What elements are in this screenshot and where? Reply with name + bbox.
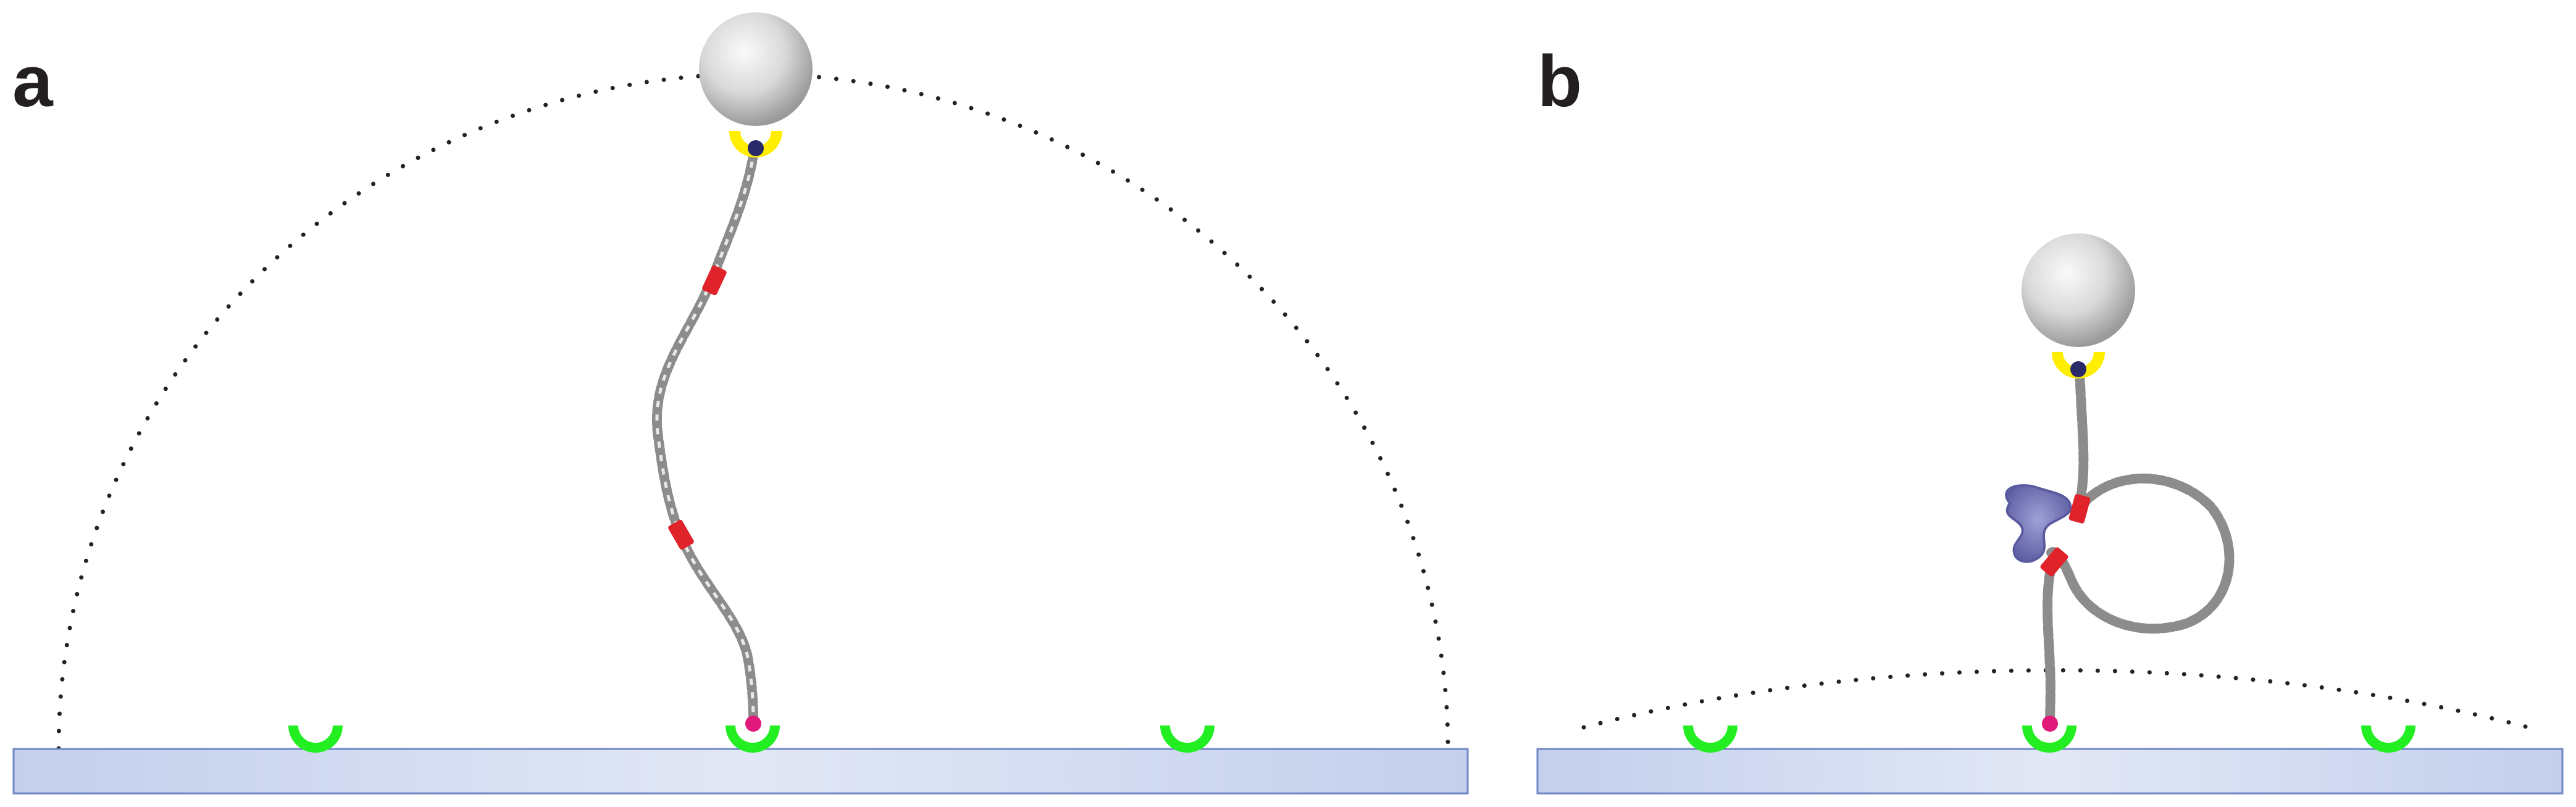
panel-label-a: a <box>12 41 54 122</box>
dna-tether-upper-b <box>2075 366 2089 508</box>
panel-label-b: b <box>1537 41 1582 122</box>
panel-a: a <box>12 12 1469 795</box>
dna-highlight-a <box>655 148 756 720</box>
bead-a <box>699 12 813 126</box>
panel-b: b <box>1536 41 2564 795</box>
binding-site-upper-a <box>702 265 727 296</box>
protein-complex-b <box>2005 484 2072 563</box>
anchor-left-b <box>1683 725 1738 753</box>
bead-linker-b <box>2070 361 2086 377</box>
hemisphere-outline-b <box>1581 668 2531 730</box>
bead-linker-a <box>748 140 764 156</box>
anchor-center-b <box>2022 725 2076 753</box>
binding-site-lower-b <box>2040 547 2068 577</box>
surface-slab-b <box>1536 748 2564 795</box>
bead-b <box>2022 233 2135 347</box>
anchor-right-a <box>1160 725 1215 753</box>
anchor-left-a <box>288 725 343 753</box>
dna-loop-b <box>2046 474 2235 634</box>
binding-site-lower-a <box>668 519 694 550</box>
anchor-center-a <box>726 725 780 753</box>
anchor-right-b <box>2361 725 2415 753</box>
dna-tether-lower-b <box>2043 554 2058 726</box>
binding-site-upper-b <box>2068 494 2091 524</box>
surface-linker-a <box>745 716 761 732</box>
surface-slab-a <box>12 748 1469 795</box>
surface-linker-b <box>2042 716 2058 732</box>
dna-tether-a <box>652 143 759 724</box>
